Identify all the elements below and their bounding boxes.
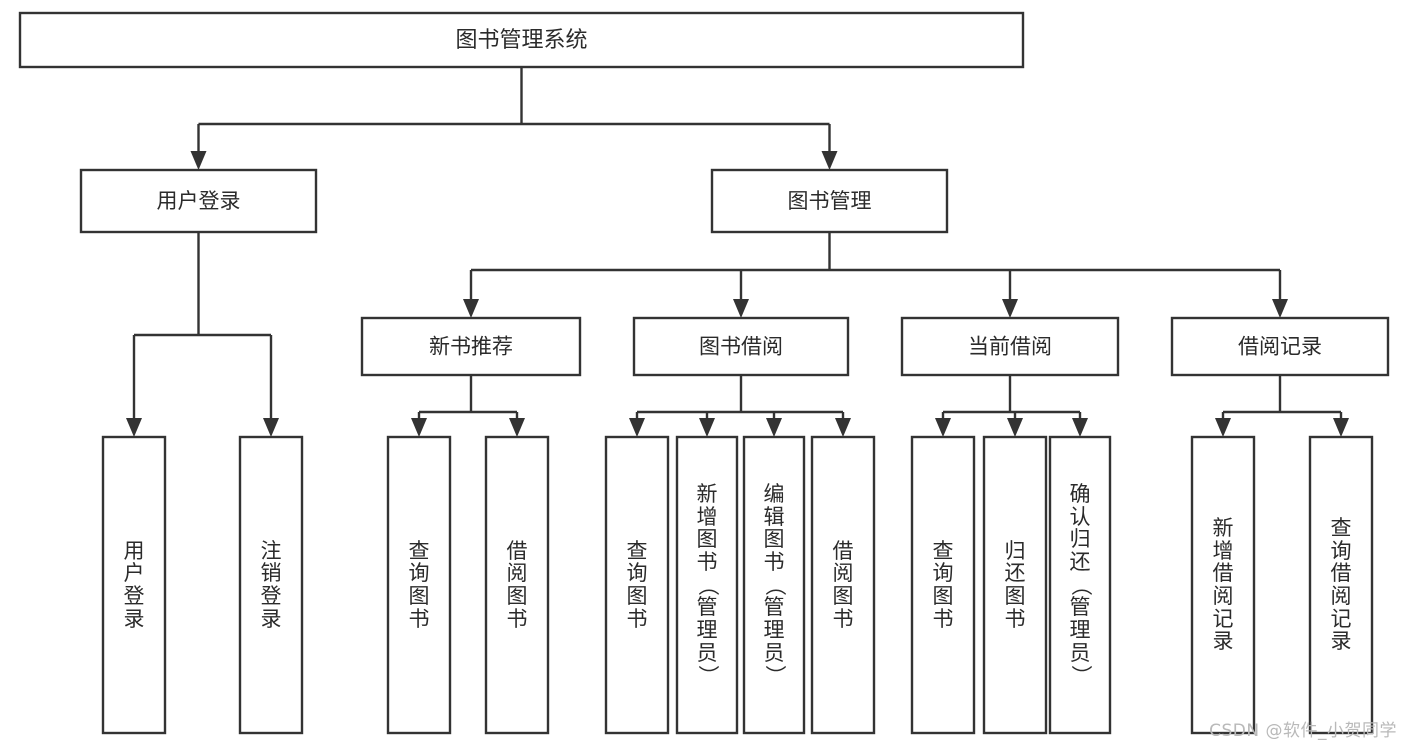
leaf-current_borrow-branch-1-arrowhead (1007, 418, 1023, 437)
node-borrow-record-rect[interactable] (1170, 316, 1390, 377)
node-book-management-label: 图书管理 (788, 189, 872, 213)
leaf-borrow_record-branch-0-arrowhead (1215, 418, 1231, 437)
leaf-borrow-book-1[interactable] (484, 435, 550, 735)
leaf-query-book-1[interactable] (386, 435, 452, 735)
book-manage-branch-2-arrowhead (1002, 299, 1018, 318)
leaf-borrow-book-1-rect[interactable] (484, 435, 550, 735)
leaf-add-book[interactable] (675, 435, 739, 735)
node-current-borrow[interactable]: 当前借阅 (900, 316, 1120, 377)
leaf-new_book_rec-branch-0-arrowhead (411, 418, 427, 437)
leaf-borrow-book-2-rect[interactable] (810, 435, 876, 735)
book-manage-branch-3-arrowhead (1272, 299, 1288, 318)
leaf-query-book-2[interactable] (604, 435, 670, 735)
leaf-user-login-rect[interactable] (101, 435, 167, 735)
leaf-user_login-branch-0-arrowhead (126, 418, 142, 437)
node-book-management-system-rect[interactable] (18, 11, 1025, 69)
node-book-management-rect[interactable] (710, 168, 949, 234)
node-borrow-record[interactable]: 借阅记录 (1170, 316, 1390, 377)
leaf-confirm-return-rect[interactable] (1048, 435, 1112, 735)
leaf-borrow_record-branch-1-arrowhead (1333, 418, 1349, 437)
node-new-book-recommend-rect[interactable] (360, 316, 582, 377)
leaf-user-login[interactable] (101, 435, 167, 735)
node-book-borrow[interactable]: 图书借阅 (632, 316, 850, 377)
leaf-logout-rect[interactable] (238, 435, 304, 735)
node-book-borrow-rect[interactable] (632, 316, 850, 377)
leaf-edit-book[interactable] (742, 435, 806, 735)
node-book-management-system-label: 图书管理系统 (455, 28, 587, 53)
leaf-query-record-rect[interactable] (1308, 435, 1374, 735)
leaf-current_borrow-branch-2-arrowhead (1072, 418, 1088, 437)
node-new-book-recommend[interactable]: 新书推荐 (360, 316, 582, 377)
leaf-confirm-return[interactable] (1048, 435, 1112, 735)
leaf-new_book_rec-branch-1-arrowhead (509, 418, 525, 437)
leaf-logout[interactable] (238, 435, 304, 735)
node-book-borrow-label: 图书借阅 (699, 335, 783, 359)
node-book-management[interactable]: 图书管理 (710, 168, 949, 234)
leaf-book_borrow-branch-2-arrowhead (766, 418, 782, 437)
node-book-management-system[interactable]: 图书管理系统 (18, 11, 1025, 69)
watermark-text: CSDN @软件_小贺同学 (1209, 721, 1397, 741)
leaf-book_borrow-branch-1-arrowhead (699, 418, 715, 437)
leaf-query-book-2-rect[interactable] (604, 435, 670, 735)
root-branch-1-arrowhead (821, 151, 838, 170)
node-new-book-recommend-label: 新书推荐 (429, 335, 513, 359)
leaf-add-record[interactable] (1190, 435, 1256, 735)
leaf-edit-book-rect[interactable] (742, 435, 806, 735)
leaf-query-book-3-rect[interactable] (910, 435, 976, 735)
node-user-login[interactable]: 用户登录 (79, 168, 318, 234)
root-branch-0-arrowhead (190, 151, 207, 170)
leaf-book_borrow-branch-0-arrowhead (629, 418, 645, 437)
node-user-login-rect[interactable] (79, 168, 318, 234)
leaf-add-book-rect[interactable] (675, 435, 739, 735)
leaf-borrow-book-2[interactable] (810, 435, 876, 735)
leaf-user_login-branch-1-arrowhead (263, 418, 279, 437)
leaf-query-record[interactable] (1308, 435, 1374, 735)
node-current-borrow-label: 当前借阅 (968, 335, 1052, 359)
book-manage-branch-1-arrowhead (733, 299, 749, 318)
leaf-current_borrow-branch-0-arrowhead (935, 418, 951, 437)
leaf-return-book[interactable] (982, 435, 1048, 735)
leaf-query-book-3[interactable] (910, 435, 976, 735)
connector-layer (126, 67, 1349, 437)
node-borrow-record-label: 借阅记录 (1238, 335, 1322, 359)
book-manage-branch-0-arrowhead (463, 299, 479, 318)
leaf-add-record-rect[interactable] (1190, 435, 1256, 735)
leaf-book_borrow-branch-3-arrowhead (835, 418, 851, 437)
node-user-login-label: 用户登录 (157, 189, 241, 213)
node-current-borrow-rect[interactable] (900, 316, 1120, 377)
leaf-query-book-1-rect[interactable] (386, 435, 452, 735)
leaf-return-book-rect[interactable] (982, 435, 1048, 735)
